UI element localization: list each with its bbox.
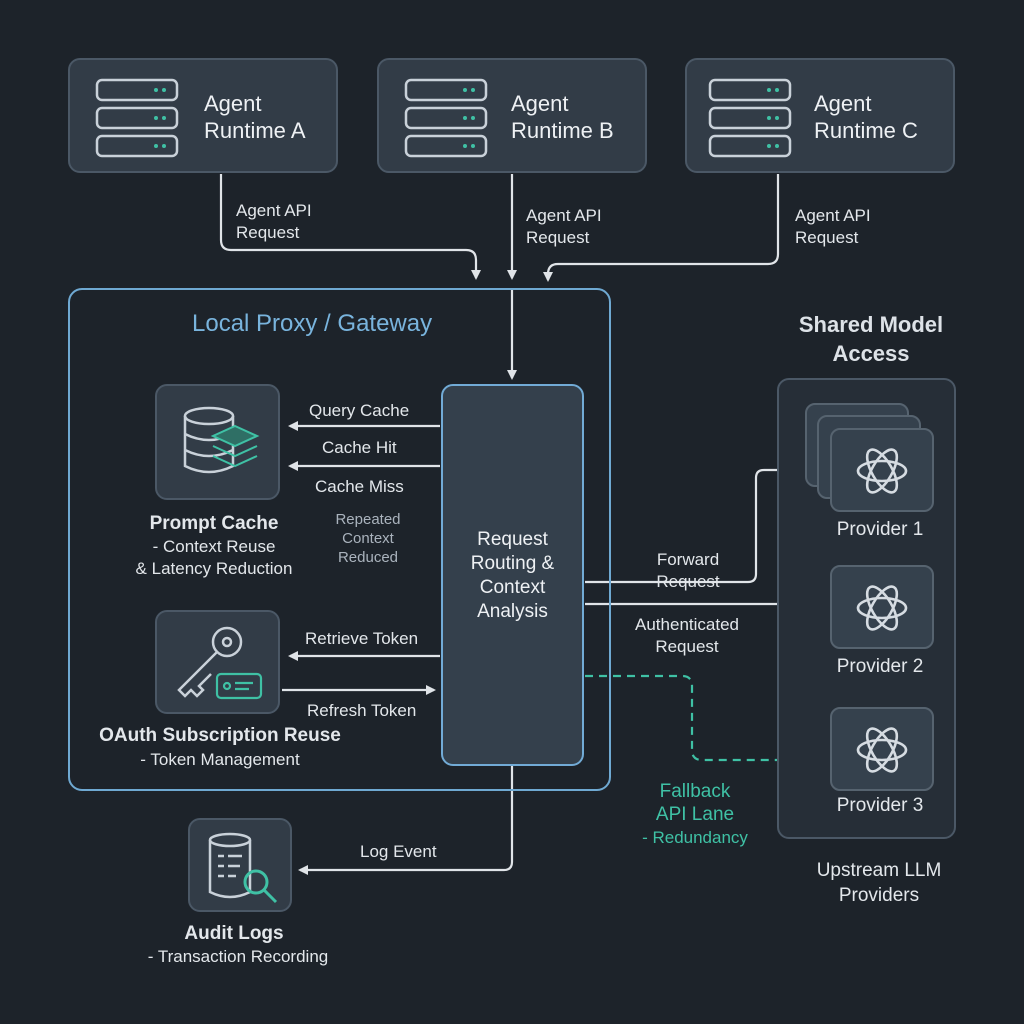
oauth-sub: - Token Management [140,750,300,769]
server-rack-icon [95,78,179,158]
provider-3-label: Provider 3 [836,795,924,816]
arrow-runtime-a [219,174,481,280]
runtime-a-box[interactable] [68,58,338,173]
provider-2-label: Provider 2 [836,656,924,677]
arrow-log-event [298,766,514,875]
audit-logs-title: Audit Logs [184,923,284,944]
server-rack-icon [404,78,488,158]
provider-1-card[interactable] [830,428,934,512]
audit-logs-box[interactable] [188,818,292,912]
router-label: Request Routing & Context Analysis [470,529,555,622]
refresh-token-label: Refresh Token [307,701,417,720]
runtime-c-box[interactable] [685,58,955,173]
provider-1-label: Provider 1 [836,519,924,540]
fallback-api-lane-label: Fallback API Lane - Redundancy [642,781,748,847]
arrow-forward-request [585,465,814,584]
arrow-runtime-c [543,174,780,282]
key-icon [177,626,263,700]
prompt-cache-sub1: - Context Reuse [152,537,276,556]
provider-3-card[interactable] [830,707,934,791]
prompt-cache-sub2: & Latency Reduction [135,559,293,578]
oauth-box[interactable] [155,610,280,714]
router-box[interactable] [441,384,584,766]
model-logo-icon [856,585,908,631]
cache-miss-label: Cache Miss [315,477,404,496]
cache-hit-label: Cache Hit [322,438,397,457]
audit-logs-sub: - Transaction Recording [147,947,329,966]
log-search-icon [208,832,278,904]
provider-2-card[interactable] [830,565,934,649]
oauth-title: OAuth Subscription Reuse [99,725,341,746]
gateway-title: Local Proxy / Gateway [192,310,433,337]
retrieve-token-label: Retrieve Token [305,629,419,648]
prompt-cache-box[interactable] [155,384,280,500]
arrow-fallback-lane [585,674,822,765]
database-cache-icon [183,406,260,474]
runtime-b-box[interactable] [377,58,647,173]
gateway-container [68,288,611,791]
model-logo-icon [856,448,908,494]
query-cache-label: Query Cache [309,401,410,420]
prompt-cache-title: Prompt Cache [149,513,279,534]
server-rack-icon [708,78,792,158]
model-logo-icon [856,727,908,773]
log-event-label: Log Event [360,842,437,861]
